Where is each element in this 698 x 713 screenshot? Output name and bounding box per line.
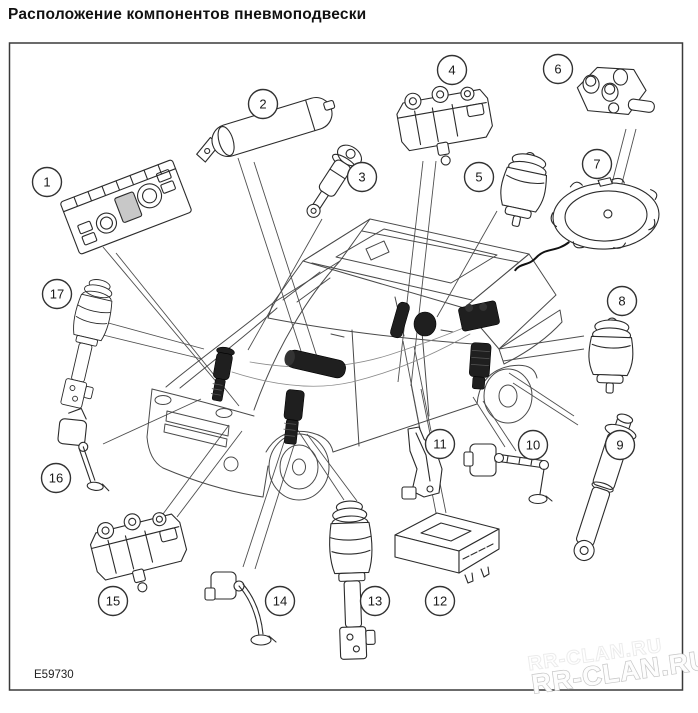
page-title: Расположение компонентов пневмоподвески [8,6,367,23]
svg-text:9: 9 [616,438,623,453]
component-11-mounting-bracket [401,426,443,500]
component-10-rear-height-sensor [463,443,553,505]
installed-components [210,300,500,445]
callout-16: 16 [40,462,72,494]
callout-15: 15 [97,585,129,617]
svg-text:15: 15 [106,594,120,609]
installed-spring-blob [413,311,437,337]
component-12-control-module [394,512,500,584]
svg-text:5: 5 [475,170,482,185]
callout-1: 1 [31,166,63,198]
installed-damper [390,301,410,339]
svg-text:12: 12 [433,594,447,609]
component-16-height-sensor [57,407,110,492]
installed-reservoir [284,349,346,379]
svg-text:11: 11 [433,437,447,452]
callout-5: 5 [463,161,495,193]
callout-12: 12 [424,585,456,617]
svg-text:13: 13 [368,594,382,609]
callout-11: 11 [424,428,456,460]
svg-text:7: 7 [593,157,600,172]
installed-front-air-spring [282,389,305,445]
component-7-compressor-cover [513,177,660,272]
callout-6: 6 [542,53,574,85]
installed-valve-block [458,300,500,332]
component-3-front-shock [306,144,363,218]
component-6-valve-block [576,66,655,115]
callout-10: 10 [517,429,549,461]
component-9-rear-shock [573,413,637,562]
callout-9: 9 [604,429,636,461]
callout-8: 8 [606,285,638,317]
svg-text:6: 6 [554,62,561,77]
svg-text:3: 3 [358,170,365,185]
svg-text:4: 4 [448,63,455,78]
callout-7: 7 [581,148,613,180]
svg-text:10: 10 [526,438,540,453]
svg-text:2: 2 [259,97,266,112]
callout-2: 2 [247,88,279,120]
callouts: 1 2 3 4 5 6 7 8 9 10 11 12 13 14 15 16 1… [31,53,638,617]
callout-3: 3 [346,161,378,193]
installed-rear-air-spring [469,342,492,390]
installed-front-strut [210,346,235,402]
svg-text:8: 8 [618,294,625,309]
callout-13: 13 [359,585,391,617]
figure-code: E59730 [34,669,74,681]
component-1-control-panel [60,159,192,255]
svg-text:17: 17 [50,287,64,302]
callout-14: 14 [264,585,296,617]
svg-text:1: 1 [43,175,50,190]
component-14-front-height-sensor [204,571,277,646]
callout-17: 17 [41,278,73,310]
svg-text:16: 16 [49,471,63,486]
svg-text:14: 14 [273,594,287,609]
callout-4: 4 [436,54,468,86]
